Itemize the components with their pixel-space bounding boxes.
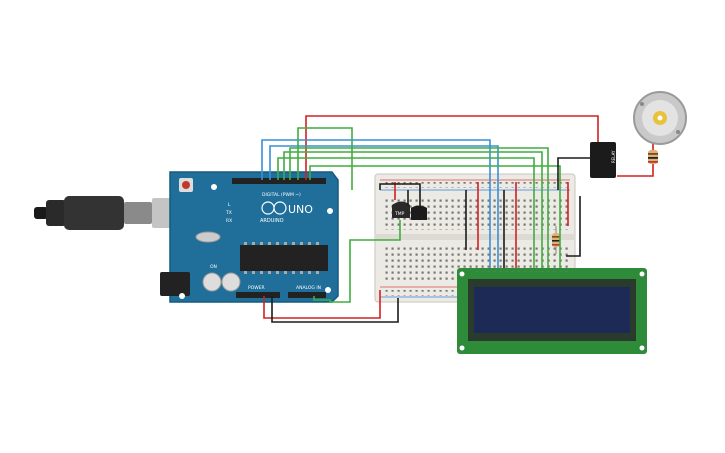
transistor[interactable] <box>411 205 427 221</box>
arduino-board[interactable]: DIGITAL (PWM ~) POWER ANALOG IN TX RX L … <box>160 171 339 303</box>
breadboard-resistor[interactable] <box>552 226 560 254</box>
chip-pins <box>244 242 319 274</box>
analog-header-label: ANALOG IN <box>296 285 321 291</box>
relay-label: RELAY <box>611 150 616 163</box>
lcd-header-pins <box>476 268 572 272</box>
motor-resistor[interactable] <box>648 150 658 164</box>
microcontroller-chip <box>240 245 328 271</box>
power-header <box>236 292 280 298</box>
on-label: ON <box>210 264 217 270</box>
power-header-label: POWER <box>248 285 265 291</box>
dc-motor[interactable] <box>633 91 687 145</box>
rx-label: RX <box>226 218 232 224</box>
wires <box>261 115 654 323</box>
tmp-sensor-label: TMP <box>394 211 405 217</box>
lcd-screen <box>474 287 630 333</box>
l-label: L <box>228 202 231 208</box>
capacitor-2 <box>221 272 241 292</box>
digital-header-label: DIGITAL (PWM ~) <box>262 192 301 198</box>
analog-header <box>288 292 326 298</box>
temperature-sensor[interactable]: TMP <box>392 201 410 219</box>
usb-cable[interactable] <box>34 196 188 230</box>
crystal <box>195 231 221 243</box>
relay[interactable]: RELAY <box>590 142 616 178</box>
digital-header <box>232 178 326 184</box>
power-jack <box>160 272 190 296</box>
arduino-model-label: UNO <box>288 203 313 216</box>
lcd-display[interactable] <box>457 268 647 354</box>
arduino-brand-label: ARDUINO <box>260 218 284 224</box>
capacitor-1 <box>202 272 222 292</box>
tx-label: TX <box>225 210 232 216</box>
